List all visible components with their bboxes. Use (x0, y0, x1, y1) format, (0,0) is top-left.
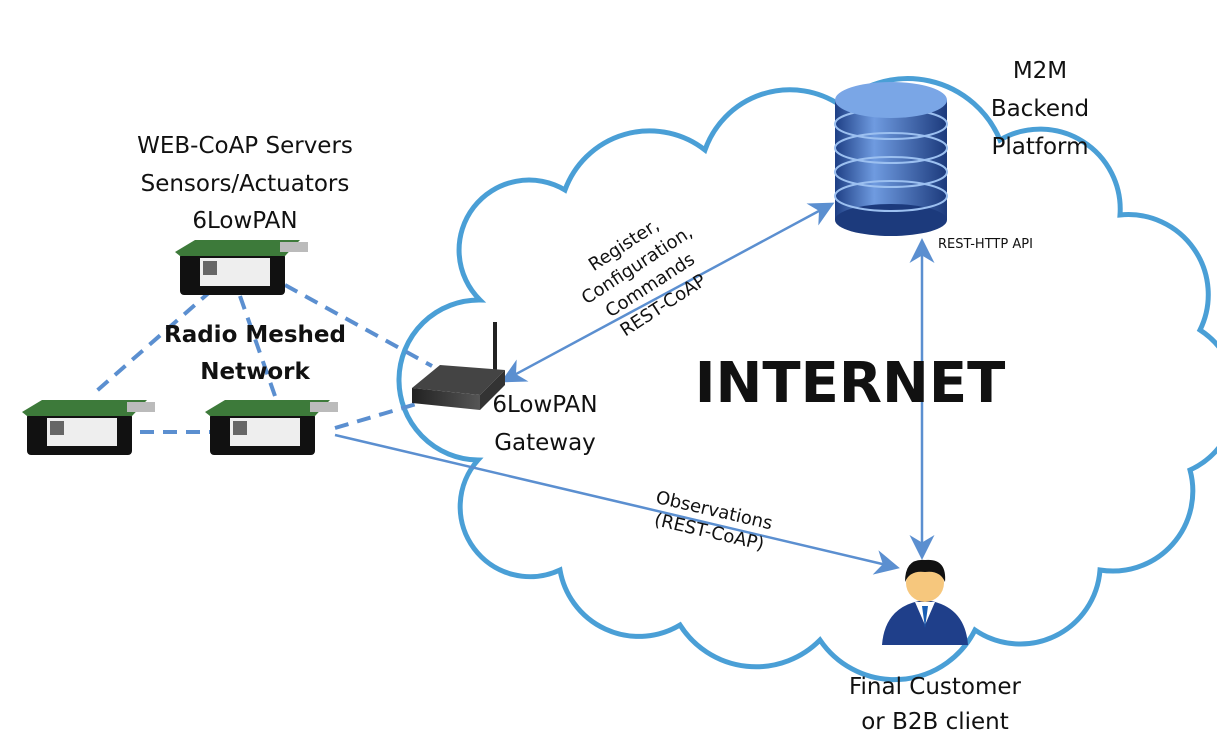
svg-text:Final Customer: Final Customer (849, 674, 1022, 700)
database-icon (834, 82, 948, 236)
svg-text:WEB-CoAP Servers: WEB-CoAP Servers (137, 133, 353, 159)
internet-label: INTERNET (695, 351, 1006, 416)
sensor-node-right (205, 400, 338, 455)
svg-text:or B2B client: or B2B client (861, 709, 1009, 735)
svg-text:6LowPAN: 6LowPAN (492, 392, 597, 418)
servers-label: WEB-CoAP Servers Sensors/Actuators 6LowP… (137, 133, 353, 234)
svg-text:Platform: Platform (992, 134, 1089, 160)
svg-text:Gateway: Gateway (494, 430, 596, 456)
sensor-node-left (22, 400, 155, 455)
gateway-label: 6LowPAN Gateway (492, 392, 597, 456)
gateway-router (412, 322, 505, 410)
register-label: Register, Configuration, Commands REST-C… (578, 215, 710, 341)
backend-label: M2M Backend Platform (991, 58, 1089, 160)
internet-cloud (396, 76, 1217, 683)
svg-text:Backend: Backend (991, 96, 1089, 122)
mesh-links (90, 283, 441, 434)
arrow-gateway-backend (500, 202, 835, 383)
svg-text:Network: Network (200, 359, 310, 385)
mesh-label: Radio Meshed Network (164, 322, 346, 385)
user-icon (882, 559, 968, 645)
rest-http-label: REST-HTTP API (938, 237, 1033, 252)
sensor-node-top (175, 240, 308, 295)
arrow-sensor-customer (334, 433, 900, 575)
svg-text:Radio Meshed: Radio Meshed (164, 322, 346, 348)
svg-text:M2M: M2M (1013, 58, 1067, 84)
svg-text:6LowPAN: 6LowPAN (192, 208, 297, 234)
svg-text:Sensors/Actuators: Sensors/Actuators (141, 171, 350, 197)
customer-label: Final Customer or B2B client (849, 674, 1022, 735)
observations-label: Observations (REST-CoAP) (652, 487, 774, 555)
